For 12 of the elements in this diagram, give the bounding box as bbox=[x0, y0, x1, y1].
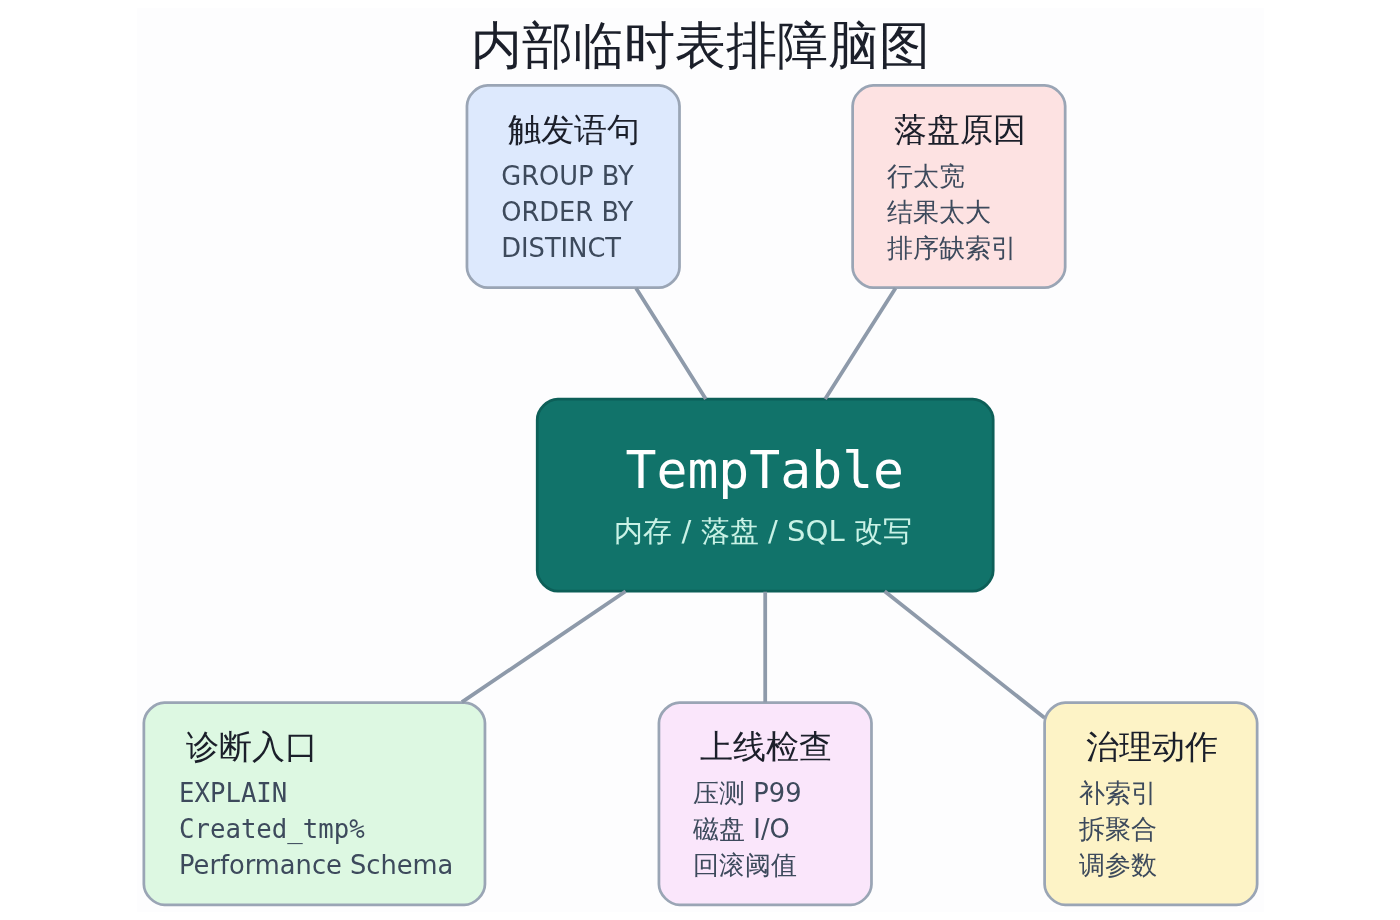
diagram-title: 内部临时表排障脑图 bbox=[470, 15, 930, 76]
connector bbox=[882, 589, 1046, 720]
node-box: 治理动作 补索引 拆聚合 调参数 bbox=[1042, 701, 1258, 907]
node-box: 落盘原因 行太宽 结果太大 排序缺索引 bbox=[850, 84, 1067, 290]
connector bbox=[823, 287, 897, 400]
connector bbox=[762, 591, 767, 703]
connector bbox=[460, 589, 627, 704]
node-box: 诊断入口 EXPLAIN Created_tmp% Performance Schema bbox=[142, 701, 486, 907]
node-box: 触发语句 GROUP BY ORDER BY DISTINCT bbox=[465, 84, 681, 290]
node-box: 上线检查 压测 P99 磁盘 I/O 回滚阈值 bbox=[657, 701, 873, 907]
connector bbox=[634, 287, 707, 400]
node-box: TempTable 内存 / 落盘 / SQL 改写 bbox=[535, 397, 995, 593]
